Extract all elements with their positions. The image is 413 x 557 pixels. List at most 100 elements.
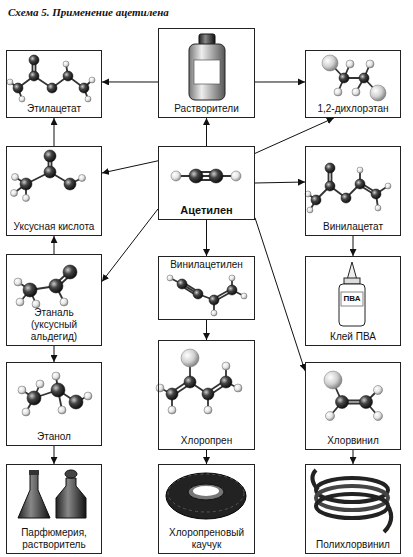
- substance-name: Этанол: [10, 431, 98, 443]
- glue-bottle-part: [344, 278, 360, 284]
- vinylacetylene-molecule-part: [170, 278, 244, 313]
- vinyl-acetate-molecule-part: [357, 167, 363, 173]
- vinyl-chloride-molecule-part: [330, 384, 378, 416]
- vinyl-chloride-molecule-part: [374, 412, 383, 421]
- solvent-canister-part: [194, 60, 220, 84]
- ethanol-molecule-part: [84, 392, 92, 400]
- chloroprene-molecule-part: [234, 384, 242, 392]
- solvent-canister-part: [189, 44, 225, 100]
- acetylene-molecule-part: [231, 171, 241, 181]
- ethanol-molecule-part: [69, 395, 83, 409]
- substance-name: Винилацетат: [309, 221, 397, 233]
- ethanal-molecule-part: [32, 300, 40, 308]
- acetic-acid-molecule-part: [44, 150, 56, 162]
- rubber-tire-part: [168, 474, 244, 512]
- substance-name: Ацетилен: [162, 204, 251, 217]
- ethanol-molecule-part: [52, 372, 60, 380]
- substance-box: Уксусная кислота: [6, 146, 102, 236]
- vinylacetylene-molecule-part: [209, 295, 219, 305]
- substance-name: Хлоропреновый каучук: [162, 527, 251, 551]
- solvent-canister-part: [199, 34, 215, 45]
- vinyl-chloride-molecule-part: [374, 386, 383, 395]
- reaction-arrow: [102, 81, 158, 82]
- substance-name: Уксусная кислота: [10, 221, 98, 233]
- diagram-title: Схема 5. Применение ацетилена: [8, 6, 169, 18]
- vinyl-chloride-molecule-part: [324, 371, 342, 389]
- ethanol-molecule-part: [27, 391, 41, 405]
- vinyl-acetate-molecule-part: [325, 163, 335, 173]
- dichloroethane-molecule-part: [352, 88, 360, 96]
- ethanol-molecule-part: [51, 383, 65, 397]
- substance-name: 1,2-дихлорэтан: [309, 103, 397, 115]
- vinylacetylene-molecule-part: [241, 293, 247, 299]
- substance-box: Полихлорвинил: [305, 464, 401, 554]
- ethyl-acetate-molecule: [7, 55, 95, 102]
- substance-name: Этаналь (уксусный альдегид): [10, 307, 98, 343]
- perfume-bottles: [18, 470, 86, 518]
- glue-bottle: [339, 262, 365, 326]
- ethanal-molecule-part: [23, 283, 37, 297]
- vinyl-acetate-molecule-part: [341, 193, 351, 203]
- substance-name: Растворители: [162, 103, 251, 115]
- substance-box: Хлорвинил: [305, 362, 401, 450]
- rubber-tire: [166, 473, 246, 519]
- ethanol-molecule-part: [22, 376, 88, 412]
- acetylene-molecule-part: [209, 169, 223, 183]
- substance-box: Винилацетат: [305, 146, 401, 236]
- acetic-acid-molecule: [11, 150, 86, 202]
- bottle-label: ПВА: [341, 292, 363, 306]
- ethyl-acetate-molecule-part: [89, 77, 95, 83]
- vinyl-acetate-molecule-part: [307, 207, 313, 213]
- chloroprene-molecule-part: [166, 388, 178, 400]
- vinylacetylene-molecule: [167, 275, 247, 316]
- substance-box: Хлоропреновый каучук: [158, 464, 255, 554]
- vinylacetylene-molecule-part: [227, 285, 237, 295]
- dichloroethane-molecule-part: [370, 85, 386, 101]
- reaction-arrow: [206, 118, 207, 146]
- vinyl-acetate-molecule-part: [355, 179, 365, 189]
- substance-name: Этилацетат: [10, 103, 98, 115]
- ethanol-molecule-part: [36, 380, 44, 388]
- ethyl-acetate-molecule-part: [47, 83, 57, 93]
- solvent-canister: [189, 34, 225, 100]
- vinyl-acetate-molecule-part: [375, 205, 381, 211]
- acetic-acid-molecule-part: [79, 175, 86, 182]
- substance-name: Хлоропрен: [162, 435, 251, 447]
- substance-box: Винилацетилен: [158, 256, 255, 320]
- vinyl-acetate-molecule-part: [311, 195, 321, 205]
- dichloroethane-molecule: [322, 55, 386, 101]
- ethyl-acetate-molecule-part: [10, 60, 92, 99]
- dichloroethane-molecule-part: [359, 73, 369, 83]
- substance-box: Парфюмерия, растворитель: [6, 464, 102, 554]
- ethanol-molecule-part: [58, 406, 66, 414]
- rubber-tire-part: [166, 473, 246, 519]
- reaction-arrow: [206, 320, 207, 340]
- acetic-acid-molecule-part: [64, 178, 76, 190]
- ethanal-molecule-part: [49, 279, 63, 293]
- chloroprene-molecule-part: [181, 349, 199, 367]
- vinyl-chloride-molecule-part: [360, 396, 373, 409]
- perfume-bottles-part: [29, 470, 39, 475]
- substance-name: Клей ПВА: [309, 331, 397, 343]
- substance-name: Хлорвинил: [309, 435, 397, 447]
- rubber-tire-part: [188, 484, 224, 500]
- dichloroethane-molecule-part: [346, 60, 354, 68]
- dichloroethane-molecule-part: [334, 88, 342, 96]
- substance-box: 1,2-дихлорэтан: [305, 50, 401, 118]
- acetylene-molecule: [171, 169, 241, 183]
- substance-name: Винилацетилен: [162, 259, 251, 271]
- perfume-bottles-part: [18, 474, 50, 518]
- ethyl-acetate-molecule-part: [7, 79, 13, 85]
- acetic-acid-molecule-part: [14, 157, 82, 198]
- substance-name: Полихлорвинил: [309, 539, 397, 551]
- pvc-hose-part: [312, 470, 318, 490]
- rubber-tire-part: [193, 486, 219, 496]
- reaction-arrow: [353, 236, 354, 256]
- ethyl-acetate-molecule-part: [85, 96, 91, 102]
- dichloroethane-molecule-part: [339, 73, 349, 83]
- glue-bottle-part: [347, 262, 357, 280]
- vinyl-acetate-molecule-part: [371, 189, 381, 199]
- reaction-arrow: [102, 161, 158, 173]
- substance-box: Ацетилен: [158, 146, 255, 220]
